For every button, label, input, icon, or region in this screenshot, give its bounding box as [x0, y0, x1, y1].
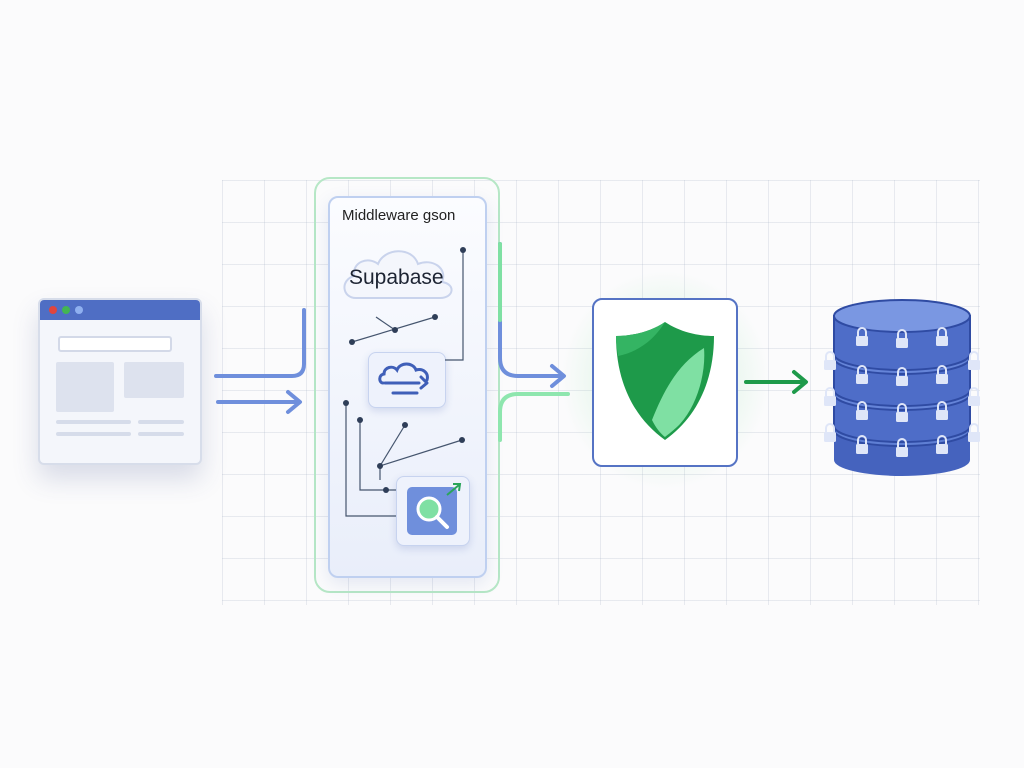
supabase-label: Supabase — [349, 266, 444, 289]
browser-content-block — [124, 362, 184, 398]
browser-title-bar — [40, 300, 200, 320]
browser-text-line — [138, 432, 184, 436]
search-analytics-card — [396, 476, 470, 546]
encrypted-database-icon — [823, 299, 981, 476]
browser-text-line — [56, 432, 131, 436]
browser-text-line — [138, 420, 184, 424]
cloud-sync-icon — [378, 362, 429, 395]
arrow-head — [550, 364, 566, 388]
arrow-head — [286, 390, 302, 414]
supabase-cloud-icon — [343, 250, 453, 299]
security-card — [592, 298, 738, 467]
client-flow-line — [214, 308, 306, 378]
shield-icon — [616, 322, 714, 440]
browser-content-block — [56, 362, 114, 412]
minimize-dot — [75, 306, 83, 314]
search-analytics-icon — [407, 483, 462, 535]
middleware-region-border — [314, 177, 500, 593]
middleware-title: Middleware gson — [342, 207, 456, 224]
close-dot — [49, 306, 57, 314]
browser-address-bar — [58, 336, 172, 352]
circuit-nodes — [343, 247, 466, 493]
browser-window-icon — [38, 298, 202, 465]
arrow-head — [792, 370, 808, 394]
maximize-dot — [62, 306, 70, 314]
green-return-line — [498, 392, 570, 442]
middleware-to-security-arrow — [498, 242, 564, 378]
browser-text-line — [56, 420, 131, 424]
middleware-circuit — [345, 250, 464, 517]
sync-service-card — [368, 352, 446, 408]
